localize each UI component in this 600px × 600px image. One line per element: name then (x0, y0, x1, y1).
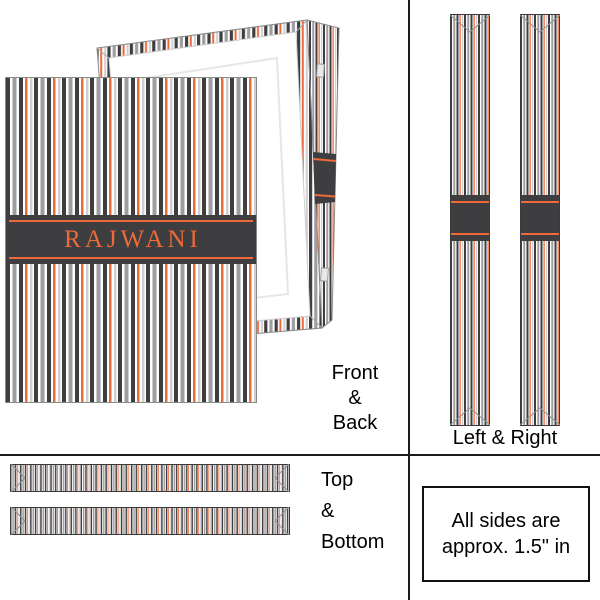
strip-top-fold (520, 14, 560, 33)
bar-right-fold (274, 464, 290, 492)
side-banner-rule-top (313, 158, 336, 162)
strip-bottom-fold (520, 407, 560, 426)
staple-mark (319, 267, 329, 282)
top-bottom-label-line: Top (321, 469, 354, 491)
canvas-front-view: RAJWANI (5, 77, 257, 403)
size-note-box: All sides are approx. 1.5" in (422, 486, 590, 582)
bar-left-fold (10, 464, 26, 492)
strip-banner-rule-top (521, 201, 559, 203)
front-back-label-line: Back (332, 412, 378, 434)
front-back-label: Front & Back (308, 361, 402, 436)
canvas-bottom-edge-bar (10, 507, 290, 535)
strip-banner-rule-bottom (521, 233, 559, 235)
name-banner: RAJWANI (6, 215, 256, 264)
horizontal-divider (0, 454, 600, 456)
canvas-right-side-strip (520, 14, 560, 426)
strip-banner-rule-top (451, 201, 489, 203)
top-bar-stripes (10, 464, 290, 492)
vertical-divider (408, 0, 410, 600)
side-banner-band (313, 152, 336, 204)
front-back-label-line: Front (331, 362, 379, 384)
bottom-bar-stripes (10, 507, 290, 535)
canvas-top-edge-bar (10, 464, 290, 492)
strip-banner-rule-bottom (451, 233, 489, 235)
front-back-label-amp: & (348, 387, 362, 409)
canvas-left-side-strip (450, 14, 490, 426)
left-right-label: Left & Right (452, 427, 558, 449)
bar-right-fold (274, 507, 290, 535)
side-banner-rule-bottom (314, 194, 336, 198)
back-corner-folds (96, 19, 323, 346)
strip-top-fold (450, 14, 490, 33)
staple-mark (315, 63, 325, 78)
strip-bottom-fold (450, 407, 490, 426)
top-bottom-label-line: Bottom (321, 531, 385, 553)
size-note-line: All sides are (451, 510, 561, 532)
top-bottom-label-amp: & (321, 500, 335, 522)
personalized-name: RAJWANI (64, 225, 202, 253)
bar-left-fold (10, 507, 26, 535)
size-note-line: approx. 1.5" in (441, 536, 571, 558)
top-bottom-label: Top & Bottom (321, 465, 411, 558)
banner-orange-rules (9, 220, 253, 259)
